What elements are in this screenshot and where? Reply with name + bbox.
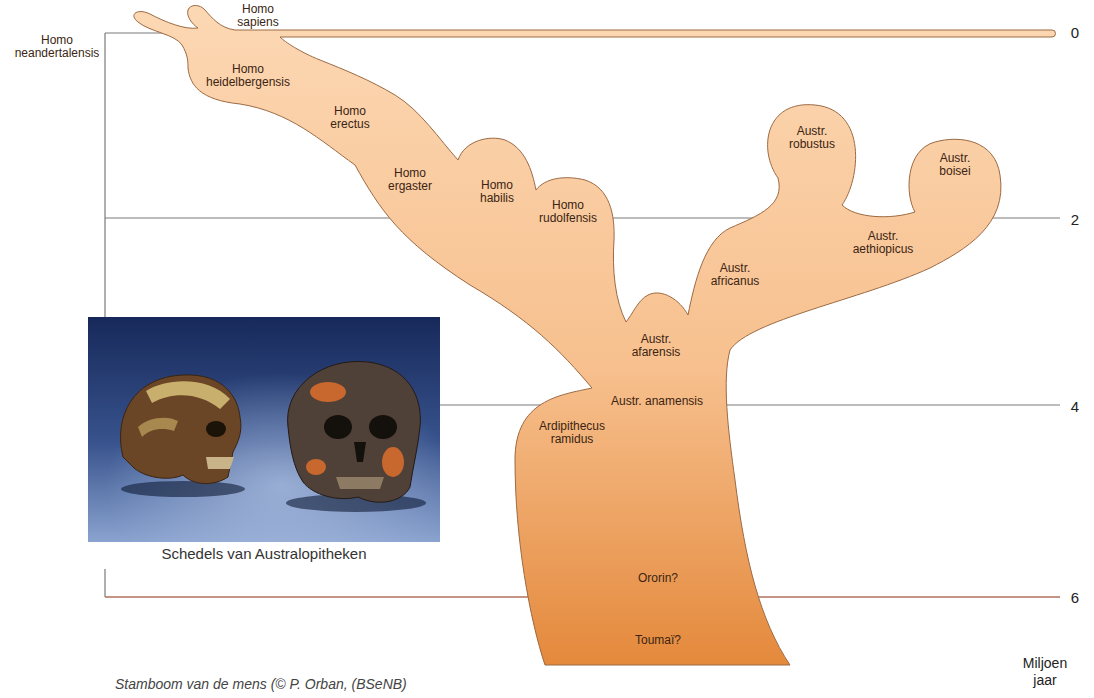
species-label: Homo erectus — [326, 105, 374, 131]
species-label: Homo rudolfensis — [535, 199, 601, 225]
species-label: Austr. aethiopicus — [848, 230, 918, 256]
species-label: Austr. anamensis — [602, 395, 712, 408]
photo-caption: Schedels van Australopitheken — [99, 545, 429, 563]
species-label: Toumaï? — [623, 634, 693, 647]
species-label: Austr. afarensis — [627, 333, 685, 359]
species-label: Austr. robustus — [785, 125, 839, 151]
axis-value: 6 — [1060, 589, 1090, 607]
skull-photo — [88, 317, 440, 569]
species-label: Homo habilis — [476, 179, 518, 205]
axis-unit: Miljoen jaar — [1015, 655, 1075, 689]
species-label: Homo sapiens — [233, 3, 283, 29]
skull-photo-panel: Schedels van Australopitheken — [88, 317, 440, 569]
figure-caption: Stamboom van de mens (© P. Orban, (BSeNB… — [115, 676, 407, 692]
species-label: Austr. africanus — [706, 262, 764, 288]
species-label: Homo neandertalensis — [11, 34, 103, 60]
species-label: Ororin? — [623, 572, 693, 585]
species-label: Homo heidelbergensis — [202, 63, 294, 89]
species-label: Homo ergaster — [384, 167, 436, 193]
species-label: Austr. boisei — [935, 152, 975, 178]
axis-value: 4 — [1060, 398, 1090, 416]
species-label: Ardipithecus ramidus — [535, 420, 609, 446]
axis-value: 2 — [1060, 211, 1090, 229]
axis-value: 0 — [1060, 24, 1090, 42]
